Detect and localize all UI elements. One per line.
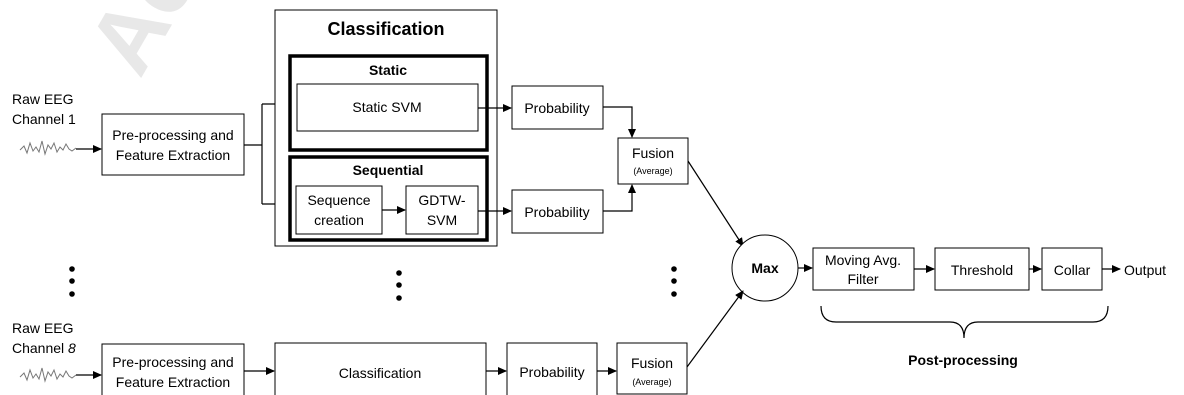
ellipsis-dots-classification [396,270,402,301]
fusion-box-1 [617,137,689,185]
preprocess-box-1 [101,113,245,176]
probability-static-label: Probability [524,100,589,116]
eeg-waveform-icon [19,367,77,383]
threshold-label: Threshold [951,262,1013,278]
ellipsis-dots-fusion [671,266,677,297]
sequence-creation-box [295,185,383,235]
probability-sequential-label: Probability [524,204,589,220]
classification-box-8 [274,342,487,395]
fusion-1-sublabel: (Average) [633,166,672,176]
arrow-fusion-1-to-max [687,160,744,247]
gdtw-svm-line1: GDTW- [418,192,466,208]
ellipsis-dots-channels [69,266,75,297]
arrow-probability-static-to-fusion [603,106,636,138]
channel-8-label-line2: Channel 8 [12,340,76,356]
collar-label: Collar [1054,262,1091,278]
sequence-creation-line1: Sequence [307,192,370,208]
probability-box-sequential [511,189,604,234]
static-svm-label: Static SVM [352,99,421,115]
preprocess-1-line1: Pre-processing and [112,127,233,143]
fusion-8-sublabel: (Average) [632,377,671,387]
preprocess-8-line1: Pre-processing and [112,354,233,370]
probability-box-8 [506,342,598,395]
watermark: Ac [69,0,216,90]
gdtw-svm-line2: SVM [427,212,457,228]
preprocess-8-line2: Feature Extraction [116,374,230,390]
post-processing-label: Post-processing [908,352,1018,368]
moving-avg-filter-line1: Moving Avg. [825,252,901,268]
classification-8-label: Classification [339,365,421,381]
threshold-box [934,247,1030,291]
preprocess-1-line2: Feature Extraction [116,147,230,163]
probability-8-label: Probability [519,364,584,380]
fusion-8-label: Fusion [631,355,673,371]
arrow-probability-sequential-to-fusion [603,184,636,212]
channel-1-label-line2: Channel 1 [12,111,76,127]
static-svm-box [296,83,479,132]
post-processing-brace [820,305,1109,339]
arrow-fusion-8-to-max [686,290,744,368]
sequence-creation-line2: creation [314,212,364,228]
fusion-1-label: Fusion [632,145,674,161]
gdtw-svm-box [405,185,479,235]
output-label: Output [1124,262,1166,278]
channel-8-label-line1: Raw EEG [12,320,73,336]
collar-box [1041,247,1103,291]
sequential-title: Sequential [353,162,424,178]
eeg-waveform-icon [19,140,77,156]
static-title: Static [369,62,407,78]
preprocess-box-8 [101,343,245,395]
moving-avg-filter-box [812,247,915,291]
classification-title: Classification [327,19,444,39]
fusion-box-8 [616,342,688,395]
channel-1-label-line1: Raw EEG [12,91,73,107]
moving-avg-filter-line2: Filter [847,271,878,287]
max-label: Max [751,260,778,276]
